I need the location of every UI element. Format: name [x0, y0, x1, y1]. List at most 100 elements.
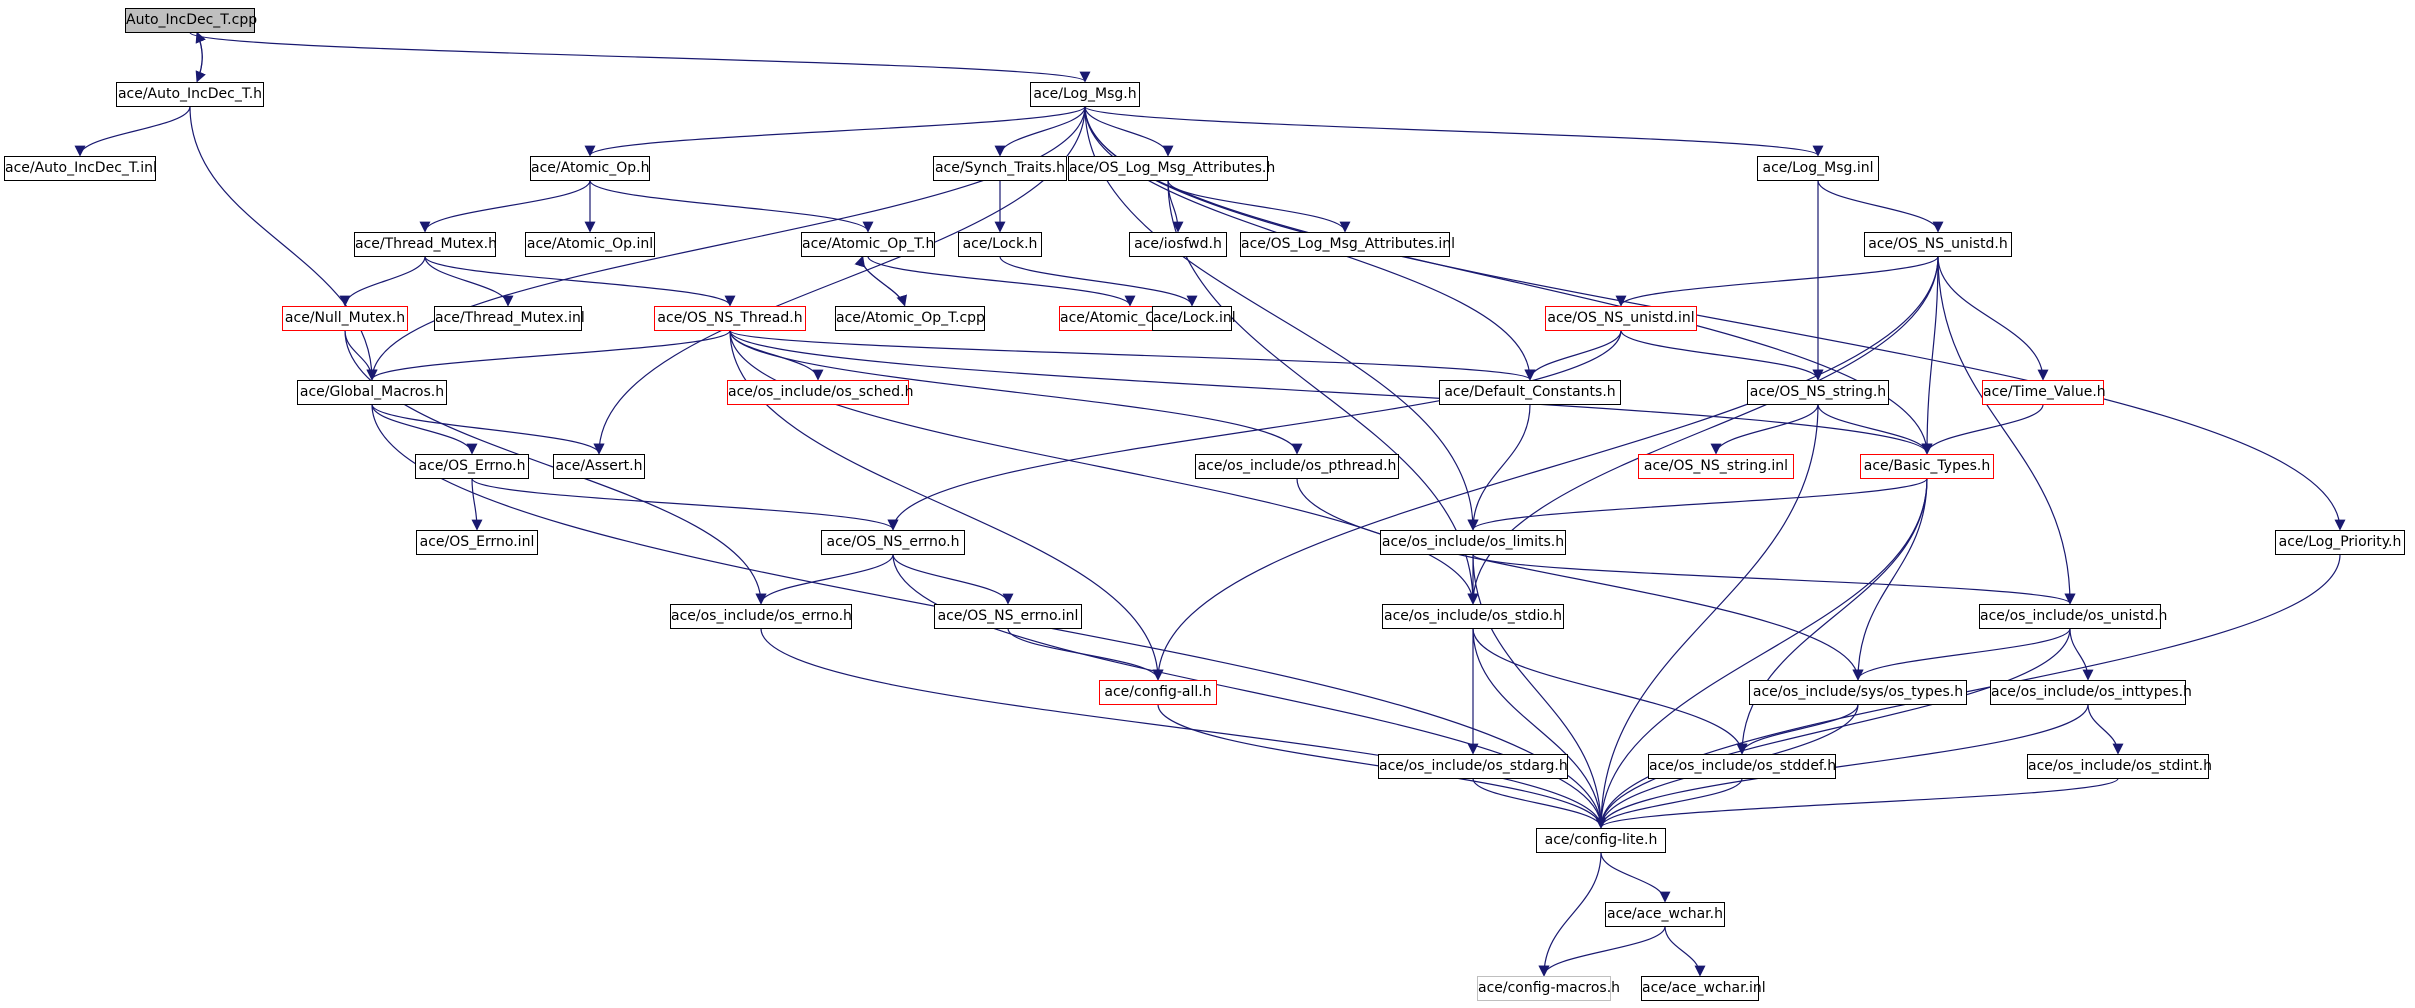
edge-thrmutex-to-thrmutexinl	[424, 256, 514, 307]
edge-osnsstring-to-configlite	[1595, 404, 1819, 829]
node-osstdarg[interactable]: ace/os_include/os_stdarg.h	[1378, 753, 1568, 779]
node-timevalue[interactable]: ace/Time_Value.h	[1982, 379, 2106, 405]
edge-osnserrno-to-configlite	[892, 554, 1607, 829]
edge-aidh-to-globalmacros	[189, 106, 378, 381]
edge-osstdio-to-configlite	[1472, 628, 1607, 829]
node-systypes[interactable]: ace/os_include/sys/os_types.h	[1749, 679, 1967, 705]
node-osnsstringinl[interactable]: ace/OS_NS_string.inl	[1638, 453, 1794, 479]
node-basictypes[interactable]: ace/Basic_Types.h	[1860, 453, 1994, 479]
node-root[interactable]: Auto_IncDec_T.cpp	[125, 7, 257, 33]
edge-osinttypes-to-osstdint	[2087, 704, 2124, 755]
edge-osnsunistd-to-timevalue	[1937, 256, 2049, 381]
node-osnserrno[interactable]: ace/OS_NS_errno.h	[821, 529, 965, 555]
edge-logmsg-to-oslma	[1084, 106, 1174, 157]
node-configmacros[interactable]: ace/config-macros.h	[1477, 975, 1620, 1001]
node-oslma[interactable]: ace/OS_Log_Msg_Attributes.h	[1068, 155, 1275, 181]
node-logmsg[interactable]: ace/Log_Msg.h	[1030, 81, 1140, 107]
edge-osnsthread-to-defconst	[729, 329, 1536, 381]
node-lockinl[interactable]: ace/Lock.inl	[1152, 305, 1236, 331]
node-osnsthread[interactable]: ace/OS_NS_Thread.h	[654, 305, 806, 331]
edge-osnsunistd-to-osunistd	[1937, 256, 2076, 605]
edge-configlite-to-configmacros	[1538, 852, 1602, 977]
node-atomic[interactable]: ace/Atomic_Op.h	[530, 155, 650, 181]
node-osstdint[interactable]: ace/os_include/os_stdint.h	[2027, 753, 2212, 779]
node-oserrnoh[interactable]: ace/os_include/os_errno.h	[670, 603, 852, 629]
edge-systypes-to-osstddef	[1736, 704, 1859, 755]
node-aidi[interactable]: ace/Auto_IncDec_T.inl	[4, 155, 157, 181]
edge-osnsthread-to-globalmacros	[366, 329, 731, 381]
edge-osnsunistd-to-basictypes	[1921, 256, 1939, 455]
node-osnsunistdinl[interactable]: ace/OS_NS_unistd.inl	[1545, 305, 1697, 331]
edge-osstdio-to-osstddef	[1472, 628, 1748, 755]
edge-osinttypes-to-configlite	[1595, 704, 2089, 829]
node-oserrno[interactable]: ace/OS_Errno.h	[415, 453, 529, 479]
node-synch[interactable]: ace/Synch_Traits.h	[933, 155, 1067, 181]
edge-osunistd-to-osinttypes	[2069, 628, 2094, 681]
node-iosfwd[interactable]: ace/iosfwd.h	[1129, 231, 1227, 257]
node-globalmacros[interactable]: ace/Global_Macros.h	[297, 379, 447, 405]
edge-thrmutex-to-nullmutex	[339, 256, 426, 307]
node-osunistd[interactable]: ace/os_include/os_unistd.h	[1979, 603, 2167, 629]
edge-configlite-to-acewchar	[1600, 852, 1671, 903]
edge-oserrno-to-osnserrno	[471, 477, 899, 531]
node-osnsstring[interactable]: ace/OS_NS_string.h	[1747, 379, 1889, 405]
edge-atomic-to-atomict	[589, 180, 874, 233]
node-ospthread[interactable]: ace/os_include/os_pthread.h	[1195, 453, 1399, 479]
edge-logmsg-to-globalmacros	[366, 106, 1086, 381]
node-osnserrnoinl[interactable]: ace/OS_NS_errno.inl	[934, 603, 1082, 629]
node-aidh[interactable]: ace/Auto_IncDec_T.h	[116, 81, 264, 107]
node-thrmutexinl[interactable]: ace/Thread_Mutex.inl	[434, 305, 585, 331]
edge-atomict-to-atomictinl	[867, 256, 1136, 307]
node-configall[interactable]: ace/config-all.h	[1099, 679, 1217, 705]
edge-oslma-to-oslmainl	[1167, 180, 1351, 233]
edge-root-to-logmsg	[189, 31, 1091, 83]
node-osstdio[interactable]: ace/os_include/os_stdio.h	[1382, 603, 1564, 629]
edge-osnsunistdinl-to-osnserrno	[887, 330, 1622, 531]
node-lock[interactable]: ace/Lock.h	[958, 231, 1042, 257]
node-defconst[interactable]: ace/Default_Constants.h	[1439, 379, 1621, 405]
node-atomicinl[interactable]: ace/Atomic_Op.inl	[525, 231, 655, 257]
edge-defconst-to-oslimits	[1467, 404, 1531, 531]
edge-oslimits-to-configlite	[1472, 554, 1607, 829]
edge-oserrnoh-to-configlite	[760, 628, 1607, 829]
edge-globalmacros-to-oserrno	[371, 404, 478, 455]
node-assert[interactable]: ace/Assert.h	[553, 453, 645, 479]
node-thrmutex[interactable]: ace/Thread_Mutex.h	[354, 231, 497, 257]
node-osstddef[interactable]: ace/os_include/os_stddef.h	[1648, 753, 1836, 779]
node-osinttypes[interactable]: ace/os_include/os_inttypes.h	[1990, 679, 2192, 705]
edge-basictypes-to-osstddef	[1736, 478, 1928, 755]
edge-osnserrnoinl-to-configall	[1007, 628, 1164, 681]
edge-thrmutex-to-osnsthread	[424, 256, 736, 307]
edge-osstdarg-to-configlite	[1472, 778, 1607, 829]
node-oslimits[interactable]: ace/os_include/os_limits.h	[1380, 529, 1566, 555]
node-atomict[interactable]: ace/Atomic_Op_T.h	[801, 231, 935, 257]
edge-basictypes-to-systypes	[1852, 478, 1928, 681]
edge-osnserrno-to-oserrnoh	[755, 554, 894, 605]
node-acewchar[interactable]: ace/ace_wchar.h	[1605, 901, 1725, 927]
edge-aidh-to-aidi	[74, 106, 191, 157]
edge-osstddef-to-configlite	[1595, 778, 1743, 829]
node-atomictcpp[interactable]: ace/Atomic_Op_T.cpp	[835, 305, 985, 331]
node-nullmutex[interactable]: ace/Null_Mutex.h	[282, 305, 408, 331]
edge-osstdint-to-configlite	[1595, 777, 2119, 829]
node-osnsunistd[interactable]: ace/OS_NS_unistd.h	[1864, 231, 2012, 257]
node-acewcharinl[interactable]: ace/ace_wchar.inl	[1641, 975, 1766, 1001]
edge-logmsg-to-logmsginl	[1084, 105, 1824, 157]
edge-oserrno-to-oserrnoinl	[471, 478, 483, 531]
node-oserrnoinl[interactable]: ace/OS_Errno.inl	[416, 529, 538, 555]
edge-osunistd-to-systypes	[1852, 628, 2071, 681]
edge-osunistd-to-configlite	[1595, 628, 2071, 829]
edge-atomictcpp-to-atomict	[854, 255, 906, 306]
edge-osnsunistdinl-to-defconst	[1524, 330, 1622, 381]
node-logmsginl[interactable]: ace/Log_Msg.inl	[1757, 155, 1879, 181]
edge-acewchar-to-acewcharinl	[1664, 926, 1706, 977]
edge-osnsthread-to-basictypes	[729, 330, 1933, 455]
node-logpriority[interactable]: ace/Log_Priority.h	[2275, 529, 2405, 555]
edge-logmsg-to-atomic	[584, 105, 1086, 157]
node-ossched[interactable]: ace/os_include/os_sched.h	[727, 379, 913, 405]
node-oslmainl[interactable]: ace/OS_Log_Msg_Attributes.inl	[1240, 231, 1455, 257]
node-configlite[interactable]: ace/config-lite.h	[1536, 827, 1666, 853]
edge-osnsthread-to-ospthread	[729, 330, 1303, 455]
